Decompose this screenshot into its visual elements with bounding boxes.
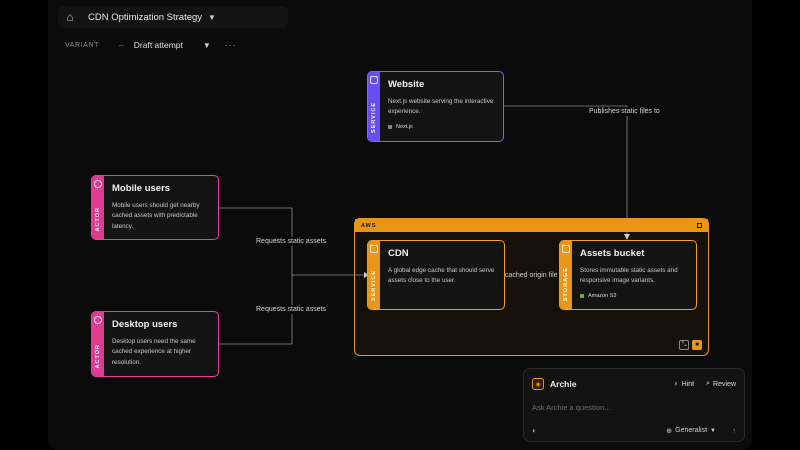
mode-selector[interactable]: ⊕ Generalist ▼ — [666, 427, 716, 435]
node-name: Website — [388, 79, 425, 90]
variant-dash: – — [119, 40, 124, 50]
canvas[interactable]: ⌂ CDN Optimization Strategy ▼ VARIANT – … — [48, 0, 752, 450]
edge-label-publishes[interactable]: Publishes static files to — [587, 107, 662, 116]
lock-icon[interactable]: ■ — [692, 340, 702, 350]
mode-label: Generalist — [675, 427, 708, 434]
node-kind: SERVICE — [371, 269, 377, 301]
assistant-panel: ◉ Archie ♀ Hint ⌕ Review Ask Archie a qu… — [523, 368, 745, 442]
variant-label: VARIANT — [65, 41, 100, 49]
database-icon — [562, 245, 570, 253]
node-name: Assets bucket — [580, 248, 645, 259]
variant-selector[interactable]: VARIANT – Draft attempt ▼ ··· — [58, 36, 288, 54]
more-icon[interactable]: ··· — [224, 40, 237, 50]
group-controls: ⤡ ■ — [679, 340, 702, 350]
node-kind: ACTOR — [95, 206, 101, 231]
node-desktop-users[interactable]: ACTOR Desktop users Desktop users need t… — [91, 311, 219, 377]
review-label: Review — [713, 380, 736, 388]
user-icon — [94, 316, 102, 324]
node-assets-bucket[interactable]: STORAGE Assets bucket Stores immutable s… — [559, 240, 697, 310]
node-strip: SERVICE — [368, 241, 380, 309]
node-description: A global edge cache that should serve as… — [388, 267, 495, 285]
send-icon[interactable]: ↑ — [732, 426, 736, 435]
tech-badge: Next.js — [388, 124, 495, 130]
node-strip: STORAGE — [560, 241, 572, 309]
node-cdn[interactable]: SERVICE CDN A global edge cache that sho… — [367, 240, 505, 310]
node-mobile-users[interactable]: ACTOR Mobile users Mobile users should g… — [91, 175, 219, 240]
tech-label: Amazon S3 — [588, 292, 617, 299]
user-icon — [94, 180, 102, 188]
edge-label-cached-origin[interactable]: cached origin file — [503, 271, 560, 280]
node-kind: SERVICE — [371, 101, 377, 133]
node-description: Desktop users need the same cached exper… — [112, 338, 196, 366]
node-website[interactable]: SERVICE Website Next.js website serving … — [367, 71, 504, 142]
tech-badge: Amazon S3 — [580, 293, 688, 299]
expand-icon[interactable] — [697, 223, 702, 228]
s3-icon — [580, 293, 584, 298]
group-header: AWS — [355, 219, 708, 232]
chevron-down-icon[interactable]: ▼ — [208, 12, 216, 22]
palette-icon[interactable]: ◐ — [532, 426, 537, 435]
nextjs-icon — [388, 124, 392, 129]
project-header[interactable]: ⌂ CDN Optimization Strategy ▼ — [58, 6, 288, 28]
node-strip: ACTOR — [92, 312, 104, 376]
lightbulb-icon: ♀ — [673, 380, 679, 388]
hint-button[interactable]: ♀ Hint — [673, 381, 694, 388]
chevron-down-icon[interactable]: ▼ — [202, 40, 211, 50]
node-description: Mobile users should get nearby cached as… — [112, 202, 200, 230]
node-description: Next.js website serving the interactive … — [388, 98, 494, 116]
node-kind: ACTOR — [95, 343, 101, 368]
variant-value[interactable]: Draft attempt — [133, 40, 183, 50]
search-icon: ⌕ — [706, 380, 711, 387]
node-name: Mobile users — [112, 183, 171, 194]
hint-label: Hint — [681, 380, 695, 388]
node-kind: STORAGE — [563, 266, 569, 301]
globe-icon: ⊕ — [666, 427, 673, 435]
node-name: Desktop users — [112, 319, 178, 330]
server-icon — [370, 245, 378, 253]
node-description: Stores immutable static assets and respo… — [580, 267, 678, 285]
edge-label-requests-mobile[interactable]: Requests static assets — [254, 237, 329, 246]
server-icon — [370, 76, 378, 84]
review-button[interactable]: ⌕ Review — [706, 380, 736, 388]
chat-input[interactable]: Ask Archie a question... — [532, 403, 611, 412]
fit-view-icon[interactable]: ⤡ — [679, 340, 689, 350]
node-strip: SERVICE — [368, 72, 380, 141]
tech-label: Next.js — [396, 123, 413, 130]
group-label: AWS — [361, 222, 377, 229]
robot-icon: ◉ — [532, 378, 544, 390]
assistant-name: Archie — [550, 379, 577, 389]
home-icon[interactable]: ⌂ — [66, 10, 74, 24]
node-strip: ACTOR — [92, 176, 104, 239]
edge-label-requests-desktop[interactable]: Requests static assets — [254, 305, 329, 314]
node-name: CDN — [388, 248, 409, 259]
chevron-down-icon: ▼ — [710, 427, 716, 434]
project-title: CDN Optimization Strategy — [88, 11, 203, 23]
